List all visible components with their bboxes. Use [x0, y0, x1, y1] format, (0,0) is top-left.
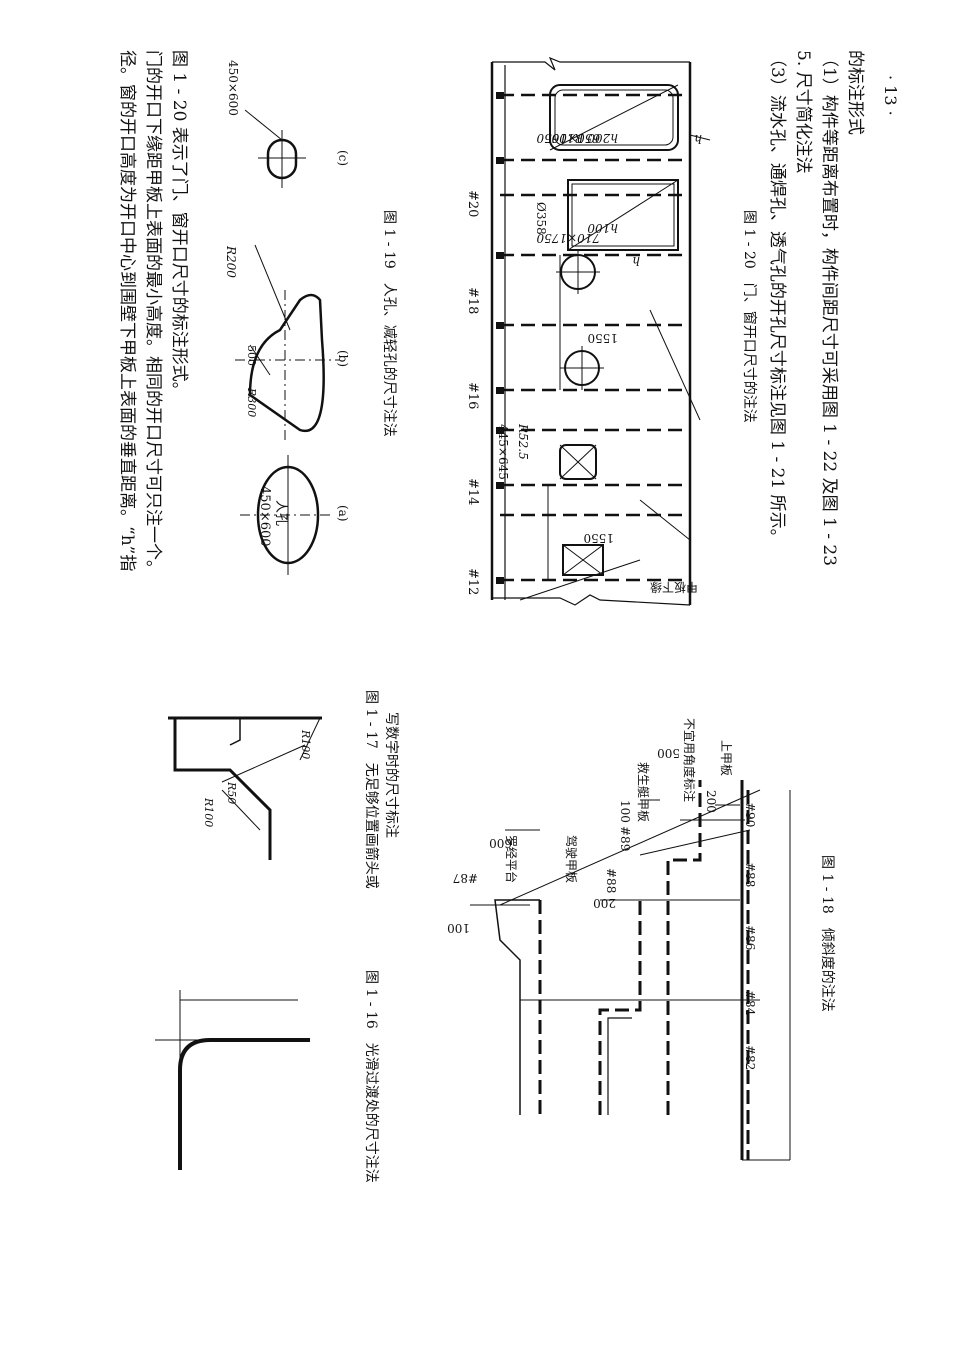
fig19c-tag: (c): [336, 150, 350, 167]
fig18-d500: 500: [657, 746, 680, 760]
fig19b-tag: (b): [336, 350, 350, 368]
fig18-luojing: 罗经平台: [504, 835, 518, 884]
fig20-circle-dia: Ø358: [534, 202, 548, 235]
fig19a-tag: (a): [336, 505, 350, 522]
fig19a-name: 人孔: [273, 500, 288, 527]
fig18-caption: 图 1 - 18 倾斜度的注法: [819, 855, 835, 1012]
fig20-frame-18: #18: [465, 287, 480, 315]
fig20-frame-20: #20: [465, 190, 480, 218]
fig18-f87: #87: [452, 871, 478, 885]
body-line-3: 图 1 - 20 表示了门、窗开口尺寸的标注形式。: [169, 50, 189, 399]
fig19b-500: 500: [245, 345, 258, 366]
body-line-2: 门的开口下缘距甲板上表面的最小高度。相同的开口尺寸可只注一个。: [143, 50, 163, 577]
fig18-f88a: #88: [604, 868, 618, 894]
body-line-1: 径。窗的开口高度为开口中心到围壁下甲板上表面的垂直距离。“h”指: [117, 50, 137, 572]
fig20-spacing-2: 1550: [587, 331, 618, 345]
fig17-caption-2: 写数字时的尺寸标注: [383, 712, 399, 838]
fig18-jiashi: 驾驶甲板: [564, 835, 578, 884]
lightening-hole-shape: [248, 293, 325, 433]
fig18-f90: #90: [743, 802, 757, 828]
fig20-win-square: 445×645: [496, 424, 510, 480]
fig18-f86: #86: [743, 925, 757, 951]
fig18-d100: 100: [447, 921, 470, 935]
fig17-caption-1: 图 1 - 17 无足够位置画箭头或: [363, 690, 379, 889]
body-para-1b: 的标注形式: [845, 50, 865, 135]
fig17-r100-b: R100: [299, 730, 312, 760]
fig19b-r300: R300: [245, 388, 258, 418]
page-number: · 13 ·: [881, 75, 900, 116]
fig18-d100b: 100: [618, 800, 632, 823]
fig18-f88b: #88: [743, 862, 757, 888]
fig20-frame-16: #16: [465, 382, 480, 410]
fig20-door1-h: h100: [587, 221, 618, 235]
fig20-deck-note: 甲板下缘: [649, 580, 698, 594]
fig18-f84: #84: [743, 990, 757, 1016]
fig18-d200b: 200: [704, 790, 718, 813]
fig20-spacing-1: 1550: [583, 531, 614, 545]
fig19c-size: 450×600: [226, 60, 240, 116]
body-para-3: （3）流水孔、通焊孔、透气孔的开孔尺寸标注见图 1 - 21 所示。: [767, 50, 787, 546]
fig16-caption: 图 1 - 16 光滑过渡处的尺寸注法: [363, 970, 379, 1183]
fig17-r50: R50: [225, 782, 238, 805]
fig19-caption: 图 1 - 19 人孔、减轻孔的尺寸注法: [381, 210, 397, 437]
fig18-d200a: 200: [593, 896, 616, 910]
fig20-caption: 图 1 - 20 门、窗开口尺寸的注法: [741, 210, 757, 423]
fig19a-size: 450×600: [257, 486, 272, 547]
fig17-r100-a: R100: [202, 798, 215, 828]
fig20-win-radius: R52.5: [516, 424, 530, 460]
slot-hole: [266, 138, 298, 180]
fig18-note: 不宜用角度标注: [682, 718, 696, 803]
fig20-h1: h: [632, 254, 640, 268]
fig20-door2-h: h200 R100: [551, 131, 618, 145]
fig20-h2: h: [694, 132, 702, 146]
section-5-heading: 5. 尺寸简化注法: [793, 50, 813, 174]
fig18-f82: #82: [743, 1045, 757, 1071]
fig18-jiusheng: 救生艇甲板: [636, 762, 650, 823]
fig20-frame-14: #14: [465, 478, 480, 506]
fig20-frame-12: #12: [465, 568, 480, 596]
body-para-1a: （1）构件等距离布置时，构件间距尺寸可采用图 1 - 22 及图 1 - 23: [819, 50, 839, 567]
fig18-f89: #89: [618, 826, 632, 852]
fig18-shangjia: 上甲板: [719, 740, 733, 777]
fig19b-r200: R200: [224, 246, 238, 278]
